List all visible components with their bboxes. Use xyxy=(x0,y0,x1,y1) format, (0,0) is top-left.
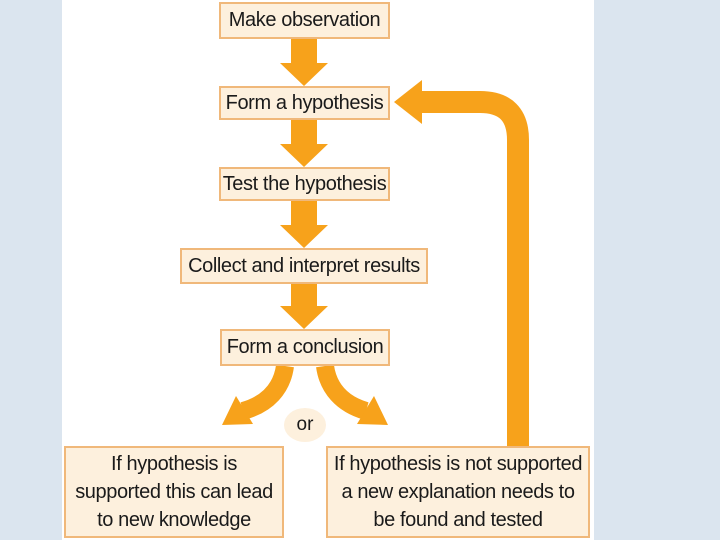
arrow-conclusion-to-not-supported xyxy=(316,364,369,420)
arrow-collect-to-conclusion xyxy=(280,284,328,329)
arrow-test-to-collect xyxy=(280,201,328,248)
arrow-hypothesis-to-test xyxy=(280,120,328,167)
arrow-conclusion-to-supported xyxy=(240,364,294,420)
step-make-observation: Make observation xyxy=(219,2,390,39)
feedback-loop-arrow-head xyxy=(394,80,422,124)
outcome-supported: If hypothesis is supported this can lead… xyxy=(64,446,284,538)
step-test-hypothesis: Test the hypothesis xyxy=(219,167,390,201)
step-form-hypothesis: Form a hypothesis xyxy=(219,86,390,120)
arrow-observation-to-hypothesis xyxy=(280,39,328,86)
feedback-loop-arrow xyxy=(418,91,529,446)
arrow-head-not-supported xyxy=(357,396,388,425)
step-form-conclusion: Form a conclusion xyxy=(220,329,390,366)
arrow-head-supported xyxy=(222,396,253,425)
step-collect-results: Collect and interpret results xyxy=(180,248,428,284)
branch-or-label: or xyxy=(284,408,326,442)
outcome-not-supported: If hypothesis is not supported a new exp… xyxy=(326,446,590,538)
